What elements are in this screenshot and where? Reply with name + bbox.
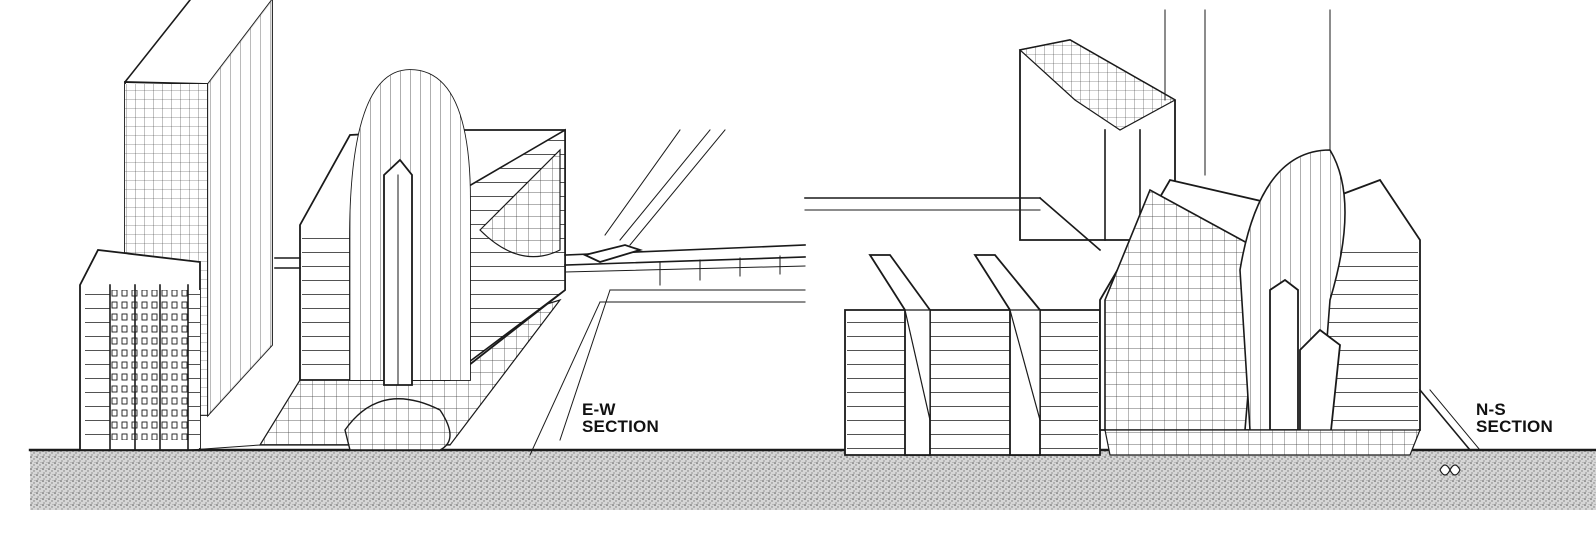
street-lines (189, 129, 806, 456)
main-atrium-building (299, 69, 566, 451)
foundation-ramp (1418, 388, 1481, 476)
ns-section-label-line1: N-S (1476, 400, 1506, 419)
ns-section-label: N-S SECTION (1476, 401, 1553, 435)
ew-section-label-line2: SECTION (582, 417, 659, 436)
atrium-building-ns (1099, 149, 1421, 456)
elevated-walkway (274, 244, 806, 286)
low-block-building (79, 249, 201, 451)
ground-section (30, 450, 1596, 510)
ew-section-label-line1: E-W (582, 400, 616, 419)
slab-block-building (804, 196, 1102, 456)
ns-section-label-line2: SECTION (1476, 417, 1553, 436)
ew-section-label: E-W SECTION (582, 401, 659, 435)
